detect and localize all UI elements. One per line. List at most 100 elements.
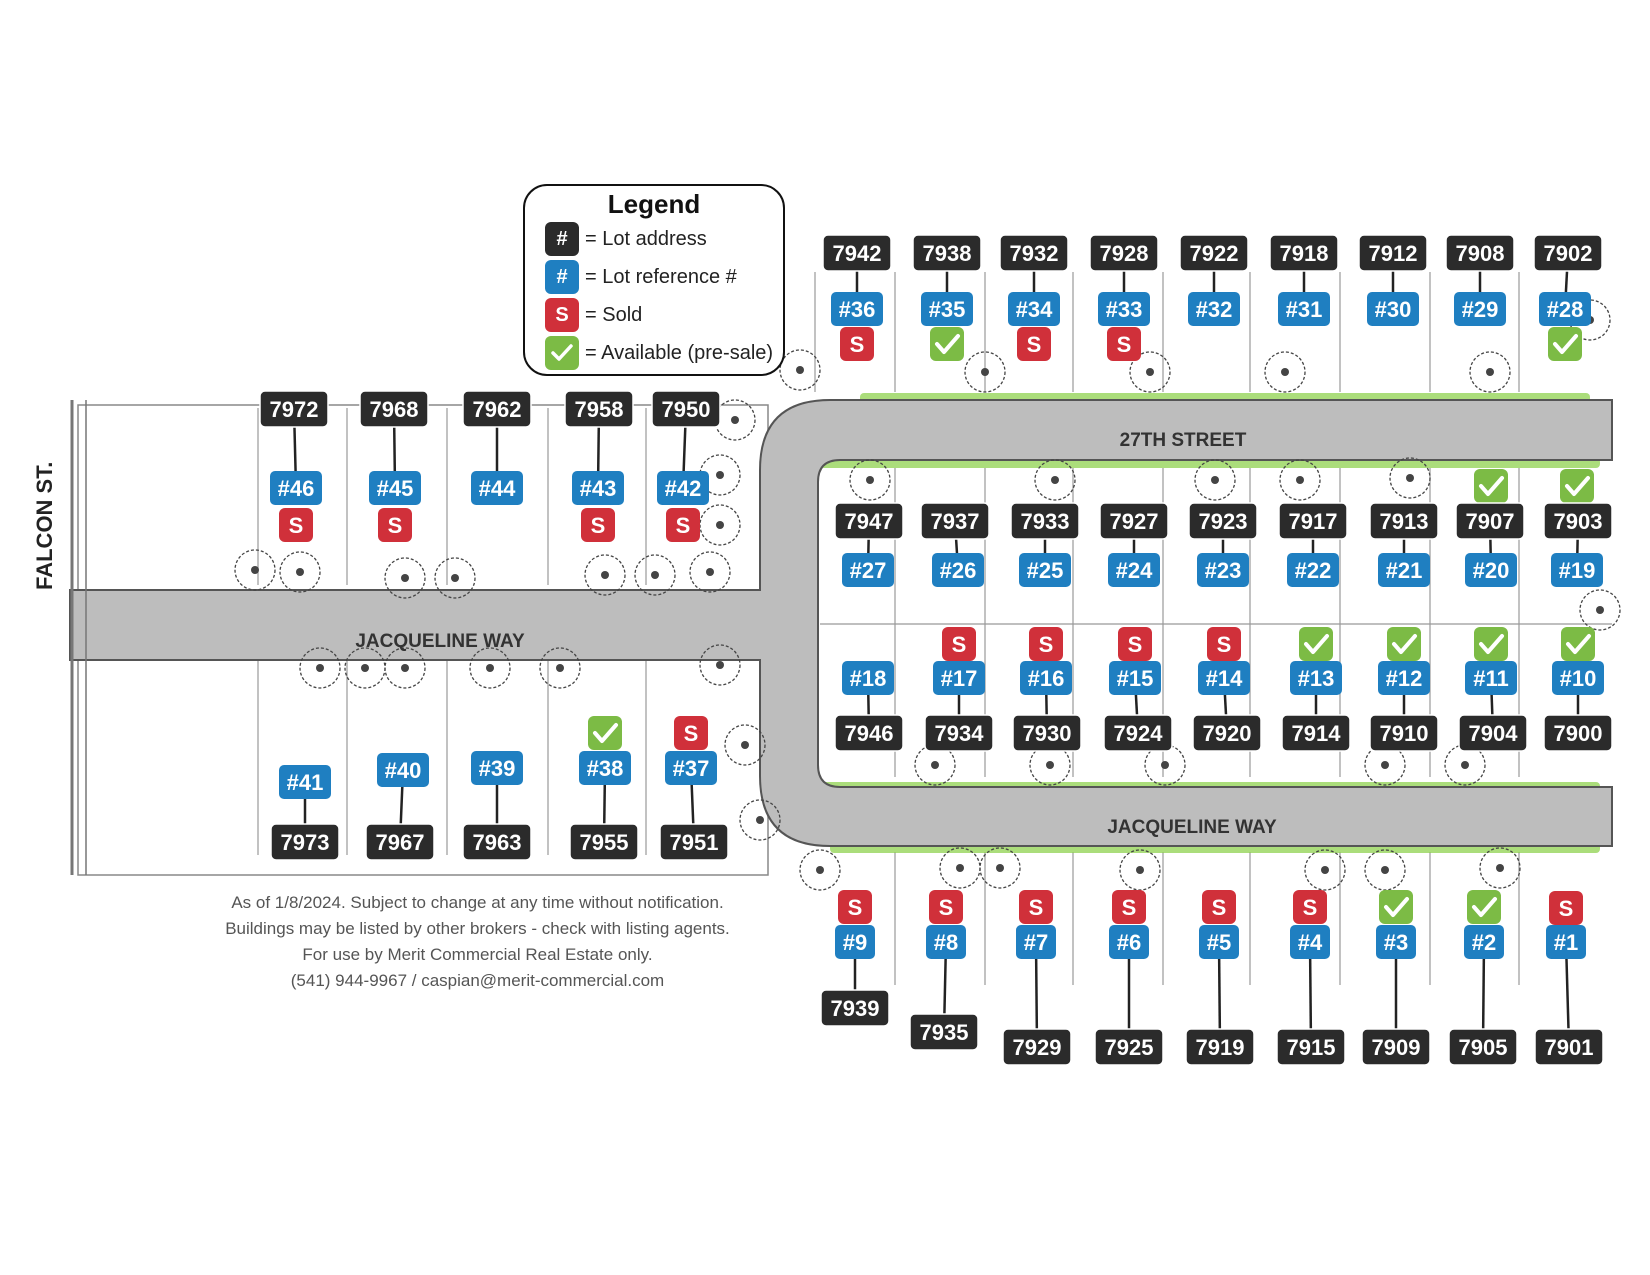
lot-reference-label: #36 (839, 297, 876, 322)
tree-symbol (401, 664, 409, 672)
lot-address-label: 7930 (1023, 721, 1072, 746)
sold-badge (929, 890, 963, 924)
lot-reference-badge (1367, 292, 1419, 326)
lot-reference-badge (1546, 925, 1586, 959)
lot-address-badge (1369, 714, 1439, 752)
available-badge (1474, 469, 1508, 503)
lot-address-badge (820, 989, 890, 1027)
lot-reference-label: #22 (1295, 558, 1332, 583)
sold-badge (1549, 891, 1583, 925)
lot-reference-badge (1378, 553, 1430, 587)
lot-address-label: 7917 (1289, 509, 1338, 534)
lot-reference-label: #3 (1384, 930, 1408, 955)
lot-reference-label: #5 (1207, 930, 1231, 955)
lot-reference-label: #23 (1205, 558, 1242, 583)
lot-reference-badge (921, 292, 973, 326)
tree-symbol (731, 416, 739, 424)
lot-address-badge (462, 823, 532, 861)
sold-badge-label: S (1122, 895, 1137, 920)
lot-reference-label: #31 (1286, 297, 1323, 322)
lot-reference-label: #13 (1298, 666, 1335, 691)
legend-item-address: # = Lot address (545, 222, 707, 256)
tree-symbol (234, 549, 276, 591)
lot-reference-label: #12 (1386, 666, 1423, 691)
check-icon (935, 334, 960, 354)
lot-address-badge (1276, 1028, 1346, 1066)
lot-address-badge (1002, 1028, 1072, 1066)
lot-reference-badge (932, 553, 984, 587)
available-badge (930, 327, 964, 361)
sold-badge-label: S (1027, 332, 1042, 357)
sold-badge-label: S (676, 513, 691, 538)
tree-symbol (914, 744, 956, 786)
sold-badge-label: S (1029, 895, 1044, 920)
lot-address-badge (1089, 234, 1159, 272)
lot-reference-label: #16 (1028, 666, 1065, 691)
lot-address-badge (834, 502, 904, 540)
tree-symbol (1479, 847, 1521, 889)
lot-address-label: 7935 (920, 1020, 969, 1045)
check-icon (1566, 634, 1591, 654)
tree-symbol (706, 568, 714, 576)
lot-reference-badge (1378, 661, 1430, 695)
sold-badge (279, 508, 313, 542)
lot-reference-badge (1539, 292, 1591, 326)
lot-reference-badge (835, 925, 875, 959)
lot-address-label: 7908 (1456, 241, 1505, 266)
lot-reference-label: #41 (287, 770, 324, 795)
tree-symbol (981, 368, 989, 376)
tree-symbol (1469, 351, 1511, 393)
tree-symbol (1029, 744, 1071, 786)
sold-badge (666, 508, 700, 542)
lot-reference-label: #15 (1117, 666, 1154, 691)
lot-reference-badge (1198, 661, 1250, 695)
lot-reference-label: #30 (1375, 297, 1412, 322)
legend-title: Legend (607, 189, 701, 219)
lot-reference-badge (1199, 925, 1239, 959)
lot-address-label: 7901 (1545, 1035, 1594, 1060)
lot-address-badge (1185, 1028, 1255, 1066)
lot-address-label: 7915 (1287, 1035, 1336, 1060)
tree-symbol (689, 551, 731, 593)
lot-reference-label: #10 (1560, 666, 1597, 691)
check-icon (1565, 476, 1590, 496)
disclaimer-note: As of 1/8/2024. Subject to change at any… (190, 890, 765, 994)
lot-reference-badge (933, 661, 985, 695)
tree-symbol (434, 557, 476, 599)
lot-address-badge (822, 234, 892, 272)
lot-reference-badge (1464, 925, 1504, 959)
lot-reference-badge (572, 471, 624, 505)
lot-reference-label: #39 (479, 756, 516, 781)
check-icon (593, 723, 618, 743)
tree-symbol (1034, 459, 1076, 501)
lot-address-label: 7958 (575, 397, 624, 422)
tree-symbol (796, 366, 804, 374)
lot-address-badge (1543, 502, 1613, 540)
note-line: As of 1/8/2024. Subject to change at any… (231, 893, 724, 912)
lot-reference-badge (1376, 925, 1416, 959)
lot-reference-badge (1290, 661, 1342, 695)
sold-badge (674, 716, 708, 750)
tree-symbol (1051, 476, 1059, 484)
lot-address-badge (1533, 234, 1603, 272)
sold-badge (1107, 327, 1141, 361)
lot-address-badge (1010, 502, 1080, 540)
tree-symbol (651, 571, 659, 579)
lot-address-badge (1278, 502, 1348, 540)
lot-reference-badge (579, 751, 631, 785)
tree-symbol (931, 761, 939, 769)
sold-badge-label: S (1212, 895, 1227, 920)
lot-address-badge (1543, 714, 1613, 752)
tree-symbol (1496, 864, 1504, 872)
sold-badge (1029, 627, 1063, 661)
lot-reference-badge (1188, 292, 1240, 326)
lot-address-badge (1012, 714, 1082, 752)
